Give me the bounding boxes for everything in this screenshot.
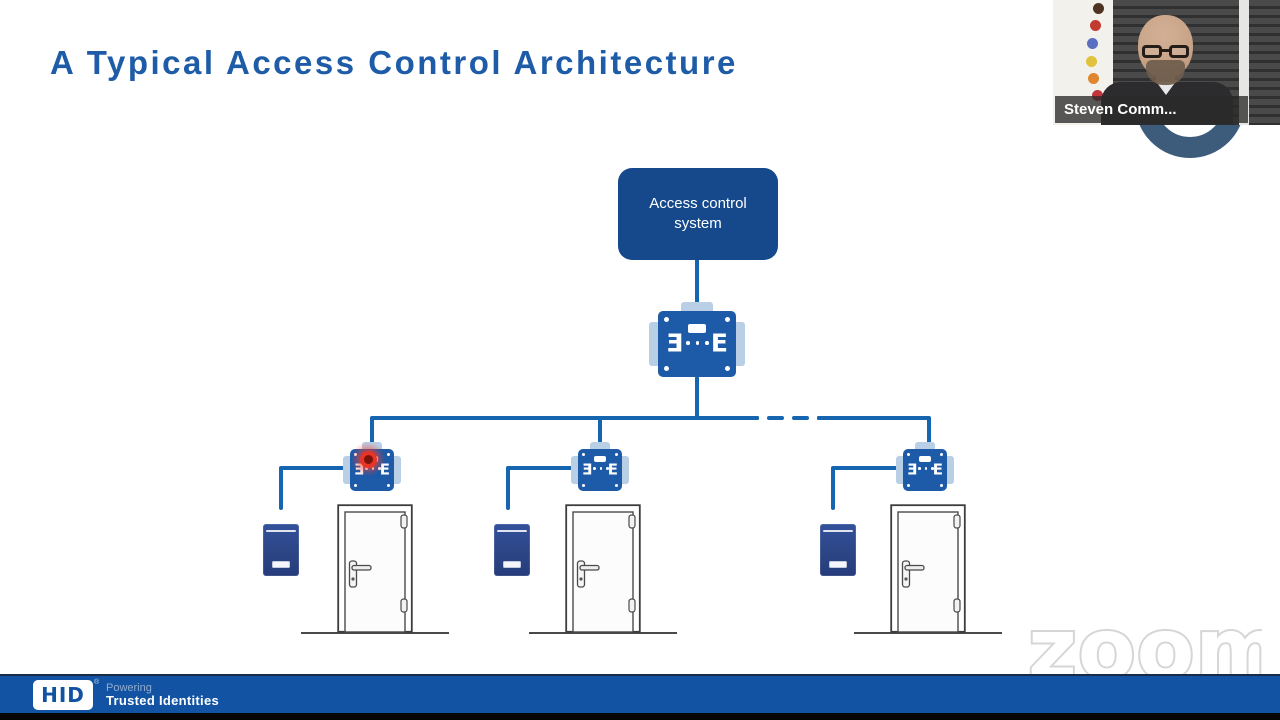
screw-icon [907,484,910,487]
hinge-icon [400,598,408,613]
mount-tab [343,456,353,484]
registered-trademark-icon: ® [94,679,100,686]
glasses-icon [1169,45,1189,58]
screw-icon [582,484,585,487]
screw-icon [615,453,618,456]
wall-dot-decoration [1086,56,1097,67]
hid-logo: HID [33,680,93,710]
terminal-bracket-icon: Ǝ [666,328,684,358]
reader-connector-line [831,466,905,470]
terminal-bracket-icon: E [932,460,943,479]
screw-icon [664,317,669,322]
mount-tab [619,456,629,484]
hinge-icon [628,514,636,529]
label-chip-icon [919,456,931,462]
floor-line [301,632,449,634]
wall-dot-decoration [1092,90,1103,101]
main-controller-device: Ǝ E [649,302,745,377]
status-leds-icon [918,467,934,470]
floor-line [854,632,1002,634]
access-control-system-node: Access control system [618,168,778,260]
reader-connector-line [279,466,283,510]
wall-dot-decoration [1090,20,1101,31]
reader-connector-line [506,466,510,510]
screw-icon [387,453,390,456]
footer-blue-bar [0,676,1280,713]
wall-dot-decoration [1088,73,1099,84]
bus-line-segment [817,416,931,420]
footer-black-strip [0,713,1280,720]
screw-icon [664,366,669,371]
reader-connector-line [831,466,835,510]
screw-icon [725,366,730,371]
glasses-icon [1142,45,1162,58]
footer-tagline-line2: Trusted Identities [106,693,220,708]
reader-connector-line [506,466,580,470]
wall-dot-decoration [1087,38,1098,49]
screw-icon [725,317,730,322]
footer-brand-bar: HID ® Powering Trusted Identities [0,674,1280,720]
bus-drop-left [370,416,374,450]
door-controller-device: Ǝ E [571,442,629,491]
footer-top-edge [0,674,1280,676]
webcam-window-frame [1239,0,1249,125]
presenter-beard [1146,60,1185,85]
terminal-bracket-icon: E [607,460,618,479]
terminal-bracket-icon: E [379,460,390,479]
terminal-bracket-icon: Ǝ [582,460,593,479]
hinge-icon [628,598,636,613]
line-root-to-controller [695,258,699,314]
hinge-icon [953,514,961,529]
door-illustration [890,504,966,633]
door-illustration [337,504,413,633]
bus-drop-middle [598,416,602,450]
laser-pointer-dot [360,451,377,468]
bus-drop-right [927,416,931,450]
terminal-bracket-icon: E [710,328,728,358]
door-illustration [565,504,641,633]
hinge-icon [953,598,961,613]
wall-dot-decoration [1093,3,1104,14]
door-controller-device: Ǝ E [896,442,954,491]
mount-tab [944,456,954,484]
screw-icon [940,453,943,456]
status-leds-icon [686,341,709,345]
footer-tagline-line1: Powering [106,682,152,694]
screw-icon [940,484,943,487]
mount-tab [896,456,906,484]
bus-line-dash [792,416,809,420]
mount-tab [590,442,610,452]
bus-line-dash [767,416,784,420]
reader-connector-line [279,466,352,470]
floor-line [529,632,677,634]
mount-tab [391,456,401,484]
label-chip-icon [688,324,706,333]
card-reader [820,524,856,576]
slide-title: A Typical Access Control Architecture [50,44,738,81]
line-controller-to-bus [695,376,699,418]
status-leds-icon [593,467,609,470]
mount-tab [571,456,581,484]
screw-icon [387,484,390,487]
screw-icon [615,484,618,487]
label-chip-icon [594,456,606,462]
screw-icon [354,484,357,487]
glasses-bridge [1162,49,1169,52]
webcam-video-tile[interactable]: Steven Comm... [1053,0,1280,125]
hinge-icon [400,514,408,529]
participant-name-label: Steven Comm... [1055,96,1248,123]
screw-icon [907,453,910,456]
screw-icon [582,453,585,456]
terminal-bracket-icon: Ǝ [907,460,918,479]
card-reader [494,524,530,576]
card-reader [263,524,299,576]
bus-line-segment [370,416,759,420]
mount-tab [915,442,935,452]
